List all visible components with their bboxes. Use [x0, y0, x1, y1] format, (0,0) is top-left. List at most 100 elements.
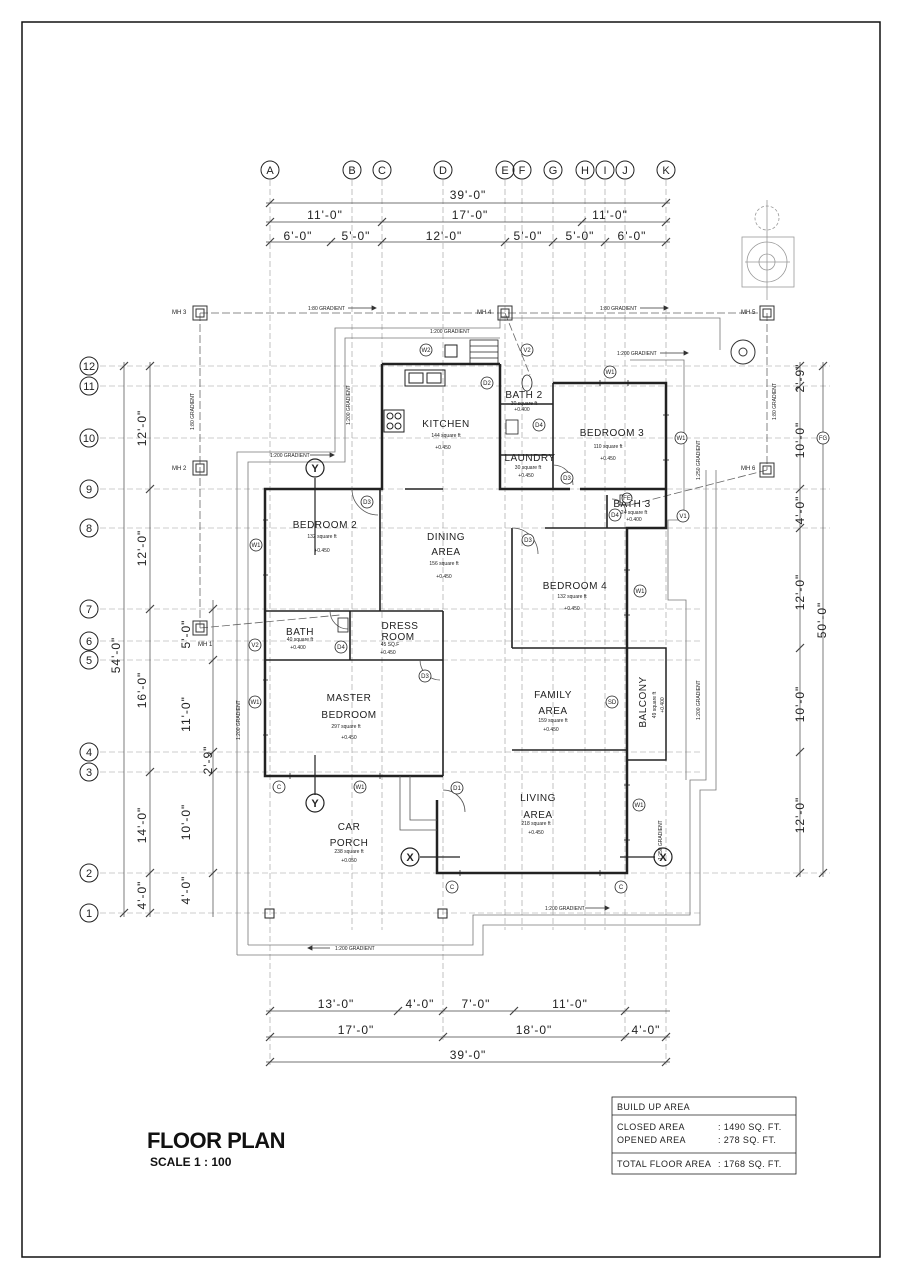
dim-top-r2-2: 17'-0" [452, 208, 489, 222]
room-family-name1: FAMILY [534, 690, 572, 701]
tag-w2-kitchen: W2 [422, 348, 432, 354]
grid-col-H: H [581, 165, 589, 177]
grid-lines [100, 180, 830, 1065]
dim-top-r3-1: 6'-0" [284, 229, 313, 243]
tag-c-left: C [277, 785, 282, 791]
gradient-label-top-left: 1:80 GRADIENT [308, 306, 345, 312]
window-openings [263, 380, 669, 876]
section-y-bottom: Y [311, 798, 319, 810]
room-bedroom2-name: BEDROOM 2 [293, 520, 358, 531]
room-bath3-name: BATH 3 [613, 499, 650, 510]
room-porch-level: +0.050 [341, 858, 357, 864]
gradient-label-mid: 1:200 GRADIENT [430, 329, 470, 335]
room-bedroom3-level: +0.450 [600, 456, 616, 462]
grid-row-11: 11 [83, 381, 94, 393]
dim-right-o3: 10'-0" [793, 686, 807, 723]
room-dress-name1: DRESS [382, 621, 419, 632]
section-y-top: Y [311, 463, 319, 475]
grid-col-K: K [662, 165, 670, 177]
dim-right-i1: 2'-9" [793, 364, 807, 393]
room-kitchen-area: 144 square ft [431, 433, 461, 439]
dim-right-i2: 4'-0" [793, 496, 807, 525]
drawing-scale: SCALE 1 : 100 [150, 1155, 232, 1169]
grid-col-B: B [348, 165, 355, 177]
tag-fe-bath3: FE [623, 496, 631, 502]
dim-bot-r1-3: 7'-0" [462, 997, 491, 1011]
grid-row-2: 2 [86, 868, 92, 880]
gradient-label-vert-5: 1:200 GRADIENT [236, 700, 242, 740]
right-dimension-lines [795, 361, 828, 878]
door-swings [329, 464, 627, 813]
dim-right-o2: 12'-0" [793, 574, 807, 611]
room-porch-area: 238 square ft [334, 849, 364, 855]
drain-line-mh4 [504, 312, 531, 376]
area-table-closed-value: : 1490 SQ. FT. [718, 1122, 782, 1132]
area-table-opened-label: OPENED AREA [617, 1135, 686, 1145]
room-kitchen-level: +0.450 [435, 445, 451, 451]
room-bedroom2-area: 132 square ft [307, 534, 337, 540]
tag-w1-bed3-side: W1 [677, 436, 687, 442]
tag-c-bot-left: C [450, 885, 455, 891]
top-dimension-lines [265, 198, 671, 247]
tag-fg-right: FG [819, 436, 828, 442]
dim-bot-r1-2: 4'-0" [406, 997, 435, 1011]
dim-left-i1: 5'-0" [179, 620, 193, 649]
dim-top-r3-3: 12'-0" [426, 229, 463, 243]
tag-d3-bed4: D3 [524, 538, 532, 544]
drawing-title: FLOOR PLAN [147, 1128, 285, 1153]
grid-col-F: F [519, 165, 526, 177]
room-family-area: 159 square ft [538, 718, 568, 724]
area-table-header: BUILD UP AREA [617, 1102, 690, 1112]
tag-w1-living: W1 [635, 803, 645, 809]
room-dining-name2: AREA [431, 547, 460, 558]
grid-col-J: J [622, 165, 628, 177]
room-master-name1: MASTER [327, 693, 372, 704]
area-table-closed-label: CLOSED AREA [617, 1122, 685, 1132]
tag-v2-bath: V2 [251, 643, 259, 649]
tag-d1-living: D1 [453, 786, 461, 792]
tag-sd-family: SD [608, 700, 617, 706]
room-living-level: +0.450 [528, 830, 544, 836]
room-laundry-name: LAUNDRY [504, 453, 555, 464]
section-markers [305, 458, 673, 867]
site-outline [236, 317, 721, 956]
gradient-label-left: 1:200 GRADIENT [270, 453, 310, 459]
dim-left-o1: 12'-0" [135, 410, 149, 447]
room-bath2-area: 30 square ft [511, 401, 538, 407]
dim-right-overall: 50'-0" [815, 602, 829, 639]
room-dining-level: +0.450 [436, 574, 452, 580]
porch-columns [264, 908, 448, 919]
tag-w1-bed4: W1 [636, 589, 646, 595]
room-bedroom4-level: +0.450 [564, 606, 580, 612]
room-bath2-level: +0.400 [514, 407, 530, 413]
tag-d4-bath3: D4 [611, 513, 619, 519]
room-living-name1: LIVING [520, 793, 556, 804]
room-bedroom2-level: +0.450 [314, 548, 330, 554]
porch-steps [399, 776, 437, 831]
drain-line-mh6 [629, 469, 768, 506]
tag-d2-kitchen: D2 [483, 381, 491, 387]
gradient-label-vert-1: 1:80 GRADIENT [190, 393, 196, 430]
septic-tank-icon [741, 200, 795, 300]
room-bath2-name: BATH 2 [505, 390, 542, 401]
row-grid-bubbles [79, 356, 99, 923]
dim-bot-r1-4: 11'-0" [552, 997, 588, 1011]
dim-left-o5: 4'-0" [135, 881, 149, 910]
room-bedroom3-area: 110 square ft [594, 444, 623, 450]
dim-top-r3-6: 6'-0" [618, 229, 647, 243]
dim-top-r2-1: 11'-0" [307, 208, 343, 222]
room-bedroom4-area: 132 square ft [557, 594, 587, 600]
dim-bot-r2-1: 17'-0" [338, 1023, 375, 1037]
grid-col-E: E [501, 165, 508, 177]
gradient-label-vert-3: 1:80 GRADIENT [772, 383, 778, 420]
area-table-total-label: TOTAL FLOOR AREA [617, 1159, 711, 1169]
tag-w1-porch: W1 [356, 785, 366, 791]
room-balcony-level: +0.400 [660, 697, 666, 713]
grid-row-10: 10 [83, 433, 95, 445]
interior-walls [265, 383, 627, 776]
tag-v2-bath2: V2 [523, 348, 531, 354]
manholes [192, 305, 775, 636]
dim-left-o3: 16'-0" [135, 672, 149, 709]
grid-col-G: G [549, 165, 558, 177]
gradient-label-right: 1:200 GRADIENT [617, 351, 657, 357]
